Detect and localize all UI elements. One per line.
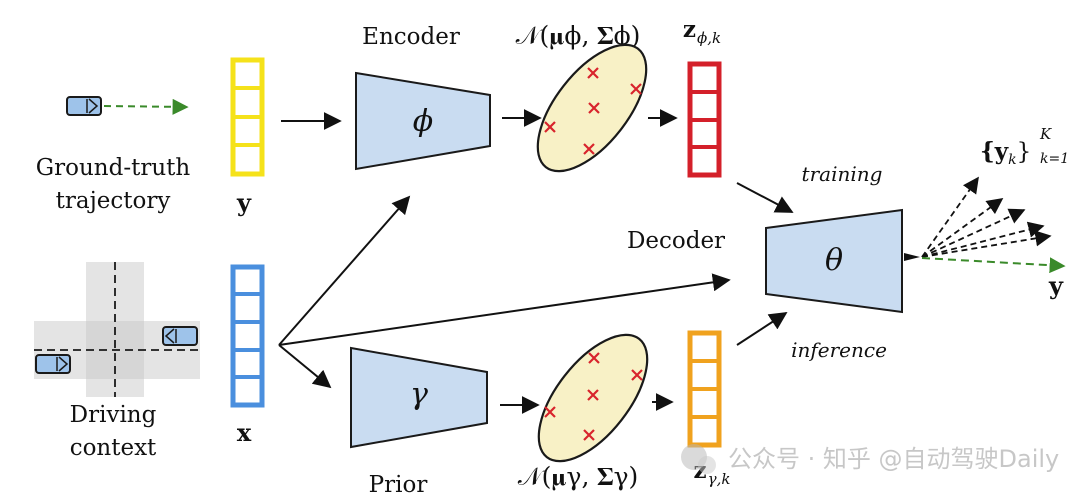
output-y-label: y	[1048, 271, 1064, 300]
watermark: 公众号 · 知乎 @自动驾驶Daily	[681, 444, 1059, 474]
encoder-samples	[544, 67, 642, 155]
prior-gaussian-label: 𝒩(𝛍γ, 𝚺γ)	[518, 462, 639, 491]
context-car-left-icon	[35, 354, 71, 374]
driving-context-label-line2: context	[70, 435, 157, 461]
prior-label: Prior	[369, 472, 428, 498]
encoder-symbol: ϕ	[413, 104, 433, 139]
prior-symbol: γ	[410, 377, 428, 412]
z-encoder-label: zϕ,k	[683, 16, 721, 47]
z-encoder-vector	[687, 61, 722, 178]
prior-block	[350, 346, 488, 449]
sample-set-superscript: K	[1039, 125, 1052, 143]
driving-context-label-line1: Driving	[70, 402, 157, 428]
context-car-right-icon	[162, 326, 198, 346]
x-vector	[230, 264, 265, 408]
watermark-text: 公众号 · 知乎 @自动驾驶Daily	[728, 445, 1059, 473]
inference-label: inference	[791, 338, 887, 362]
encoder-gaussian	[536, 43, 648, 173]
predicted-trajectory-arrow	[921, 257, 1066, 274]
decoder-block	[765, 208, 903, 314]
decoder-output-dot	[904, 253, 920, 261]
decoder-label: Decoder	[627, 228, 725, 254]
sample-set-label: {yk}	[980, 138, 1031, 168]
training-label: training	[802, 162, 883, 186]
y-vector-label: y	[236, 188, 252, 217]
sample-set-subscript: k=1	[1040, 151, 1069, 167]
z-prior-vector	[687, 330, 722, 448]
encoder-label: Encoder	[362, 24, 460, 50]
x-to-prior-arrow	[278, 344, 332, 389]
wechat-icon-bubble	[698, 456, 716, 474]
y-vector	[230, 57, 265, 177]
ground-truth-label-line1: Ground-truth	[36, 155, 191, 181]
sampled-trajectories	[921, 176, 1052, 258]
driving-context-intersection-icon	[34, 262, 200, 397]
encoder-block	[355, 71, 491, 171]
ground-truth-car-icon	[66, 96, 102, 116]
prior-gaussian	[537, 333, 649, 463]
ground-truth-trajectory-arrow	[103, 98, 189, 115]
x-to-decoder-arrow	[278, 273, 731, 346]
x-to-encoder-arrow	[278, 195, 411, 346]
ground-truth-label-line2: trajectory	[56, 188, 171, 214]
inference-arrow	[736, 312, 788, 346]
decoder-symbol: θ	[825, 243, 843, 278]
prior-samples	[544, 352, 643, 441]
training-arrow	[736, 182, 794, 213]
x-vector-label: x	[237, 418, 252, 447]
